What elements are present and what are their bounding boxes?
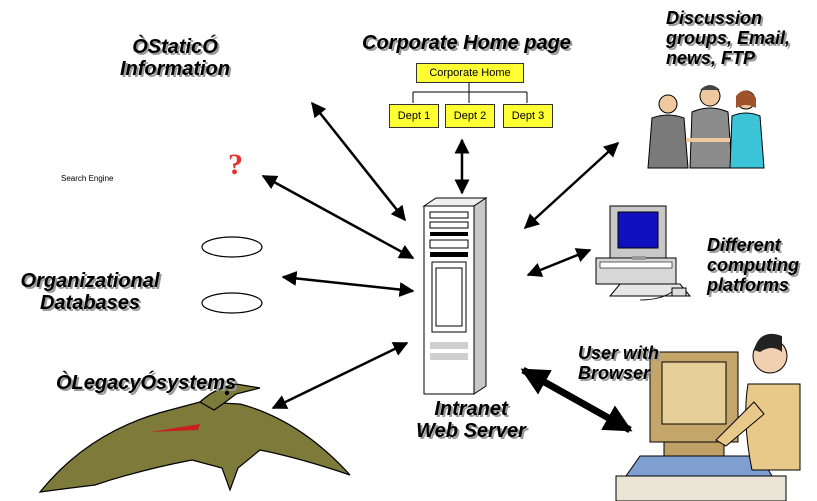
static-info-label: ÒStaticÓ Information bbox=[80, 36, 270, 81]
org-databases-label: Organizational Databases bbox=[6, 270, 174, 315]
org-box-dept-2: Dept 2 bbox=[445, 104, 495, 128]
web-server-line-2: Web Server bbox=[416, 420, 526, 443]
pterodactyl-icon bbox=[38, 383, 351, 493]
legacy-systems-label: ÒLegacyÓsystems bbox=[56, 372, 237, 394]
discussion-line-2: groups, Email, bbox=[666, 28, 791, 49]
arrow-user-browser bbox=[520, 366, 633, 434]
arrow-search-engine bbox=[261, 174, 415, 260]
arrow-legacy bbox=[271, 341, 409, 410]
static-info-line-2: Information bbox=[120, 58, 230, 81]
org-box-dept-1: Dept 1 bbox=[389, 104, 439, 128]
org-chart-lines bbox=[412, 82, 528, 103]
org-box-dept-3: Dept 3 bbox=[503, 104, 553, 128]
discussion-line-1: Discussion bbox=[666, 8, 763, 28]
user-browser-icon bbox=[615, 333, 801, 501]
desktop-computer-icon bbox=[595, 205, 692, 301]
static-info-line-1: ÒStaticÓ bbox=[132, 36, 218, 58]
discussion-line-3: news, FTP bbox=[666, 48, 756, 69]
question-mark-icon: ? bbox=[228, 148, 243, 181]
user-browser-line-2: Browser bbox=[578, 363, 651, 384]
different-platforms-line-2: computing bbox=[707, 255, 799, 276]
business-people-icon bbox=[640, 85, 770, 170]
database-ellipse-1 bbox=[201, 236, 263, 258]
search-engine-label: Search Engine bbox=[61, 174, 114, 183]
arrow-platforms bbox=[526, 248, 592, 277]
different-platforms-label: Different computing platforms bbox=[707, 235, 799, 295]
org-box-root: Corporate Home bbox=[416, 63, 524, 83]
server-tower-icon bbox=[422, 197, 488, 395]
discussion-label: Discussion groups, Email, news, FTP bbox=[666, 8, 790, 68]
different-platforms-line-3: platforms bbox=[707, 275, 790, 296]
arrow-discussion bbox=[523, 141, 620, 230]
corporate-home-label: Corporate Home page bbox=[362, 32, 571, 54]
org-databases-line-1: Organizational bbox=[20, 270, 160, 292]
database-ellipse-2 bbox=[201, 292, 263, 314]
different-platforms-line-1: Different bbox=[707, 235, 781, 255]
web-server-label: Intranet Web Server bbox=[396, 398, 546, 443]
web-server-line-1: Intranet bbox=[434, 398, 508, 420]
arrow-databases bbox=[281, 270, 415, 298]
user-browser-label: User with Browser bbox=[578, 343, 659, 383]
org-databases-line-2: Databases bbox=[39, 292, 141, 315]
user-browser-line-1: User with bbox=[578, 343, 660, 363]
